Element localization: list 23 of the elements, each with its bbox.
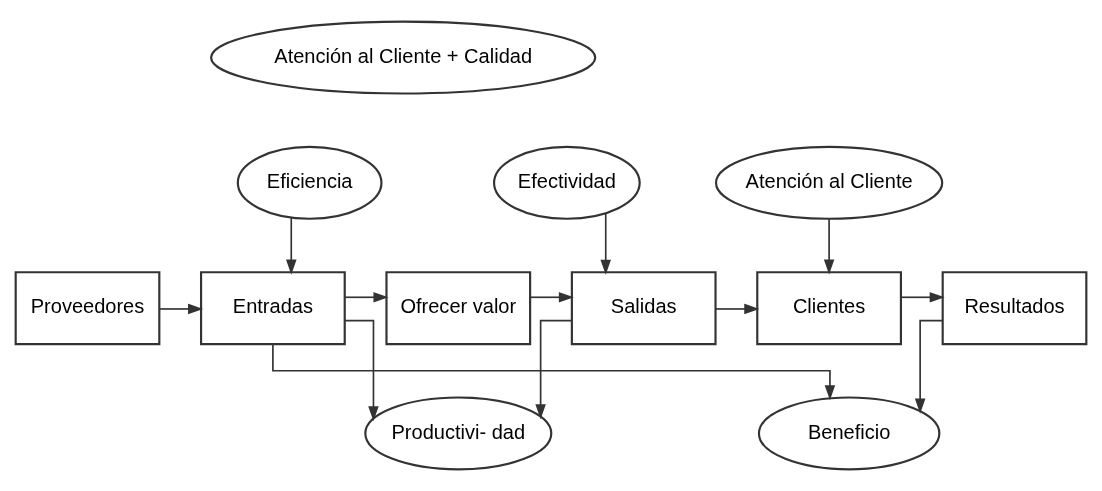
node-box: Salidas xyxy=(570,271,717,346)
node-ellipse: Eficiencia xyxy=(236,145,383,220)
arrow xyxy=(914,319,944,414)
arrow xyxy=(715,303,760,315)
node-box: Clientes xyxy=(756,271,902,346)
node-ellipse: Productivi- dad xyxy=(364,396,553,471)
node-box: Ofrecer valor xyxy=(385,271,532,346)
arrow xyxy=(344,292,389,303)
arrow xyxy=(158,303,204,315)
arrow xyxy=(272,343,836,401)
arrow xyxy=(823,218,835,275)
node-ellipse: Atención al Cliente xyxy=(714,145,944,220)
arrow xyxy=(529,292,574,303)
node-box: Entradas xyxy=(200,271,346,346)
arrow xyxy=(900,292,945,303)
arrow xyxy=(344,319,379,422)
node-box: Proveedores xyxy=(14,271,161,346)
arrow xyxy=(535,319,573,420)
node-box: Resultados xyxy=(941,271,1088,346)
arrow xyxy=(600,213,611,275)
node-ellipse: Atención al Cliente + Calidad xyxy=(210,20,597,95)
arrow xyxy=(286,216,297,275)
node-ellipse: Efectividad xyxy=(492,145,641,220)
